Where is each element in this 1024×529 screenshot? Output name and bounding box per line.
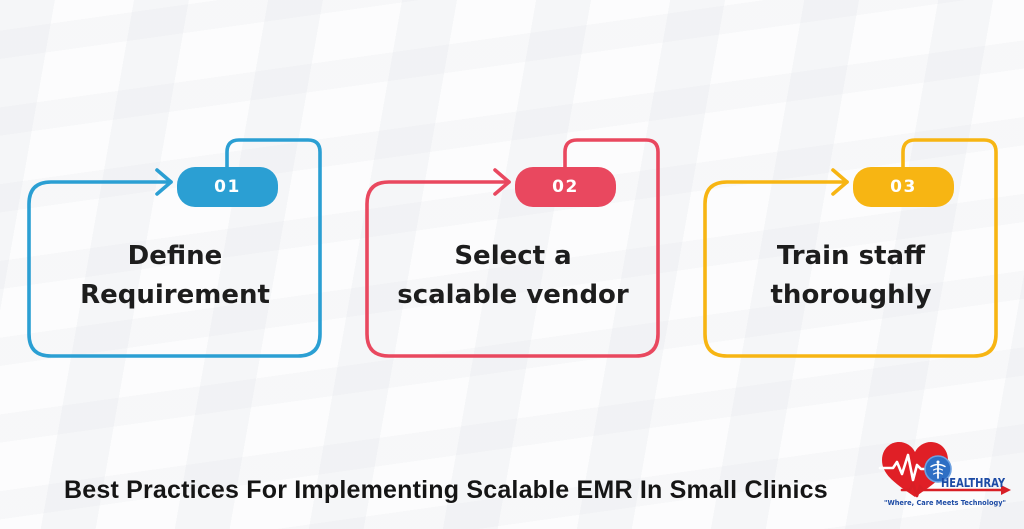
card-outline-path <box>703 138 998 358</box>
step-number-badge: 02 <box>515 167 616 207</box>
ekg-line-icon <box>878 453 929 482</box>
step-number: 03 <box>890 177 917 197</box>
brand-tagline: "Where, Care Meets Technology" <box>884 499 1006 507</box>
step-number: 01 <box>214 177 241 197</box>
step-number-badge: 03 <box>853 167 954 207</box>
step-title-line: Select a <box>454 241 572 271</box>
healthray-logo: HEALTHRAY "Where, Care Meets Technology" <box>876 438 1016 514</box>
card-outline-path <box>365 138 660 358</box>
page-title: Best Practices For Implementing Scalable… <box>64 476 828 504</box>
step-title-line: Define Requirement <box>80 241 270 310</box>
ekg-arrow-line-icon <box>900 481 1004 498</box>
step-1-frame <box>27 138 322 358</box>
step-card-3: 03 Train staff thoroughly <box>701 136 1001 362</box>
brand-name: HEALTHRAY <box>941 475 1006 490</box>
step-title: Select a scalable vendor <box>375 182 651 356</box>
step-card-2: 02 Select a scalable vendor <box>363 136 663 362</box>
ekg-arrow-head-icon <box>1001 485 1011 495</box>
step-title: Train staff thoroughly <box>713 182 989 356</box>
step-2-frame <box>365 138 660 358</box>
healthray-logo-graphic: HEALTHRAY "Where, Care Meets Technology" <box>878 442 1011 507</box>
step-title-line: thoroughly <box>770 280 932 310</box>
step-number: 02 <box>552 177 579 197</box>
arrow-head-icon <box>493 168 511 196</box>
step-title-line: Train staff <box>776 241 926 271</box>
step-title-line: scalable vendor <box>397 280 629 310</box>
arrow-head-icon <box>831 168 849 196</box>
caduceus-icon <box>930 460 946 479</box>
step-card-1: 01 Define Requirement <box>25 136 325 362</box>
arrow-head-icon <box>155 168 173 196</box>
step-title: Define Requirement <box>37 182 313 356</box>
step-3-frame <box>703 138 998 358</box>
card-outline-path <box>27 138 322 358</box>
step-number-badge: 01 <box>177 167 278 207</box>
